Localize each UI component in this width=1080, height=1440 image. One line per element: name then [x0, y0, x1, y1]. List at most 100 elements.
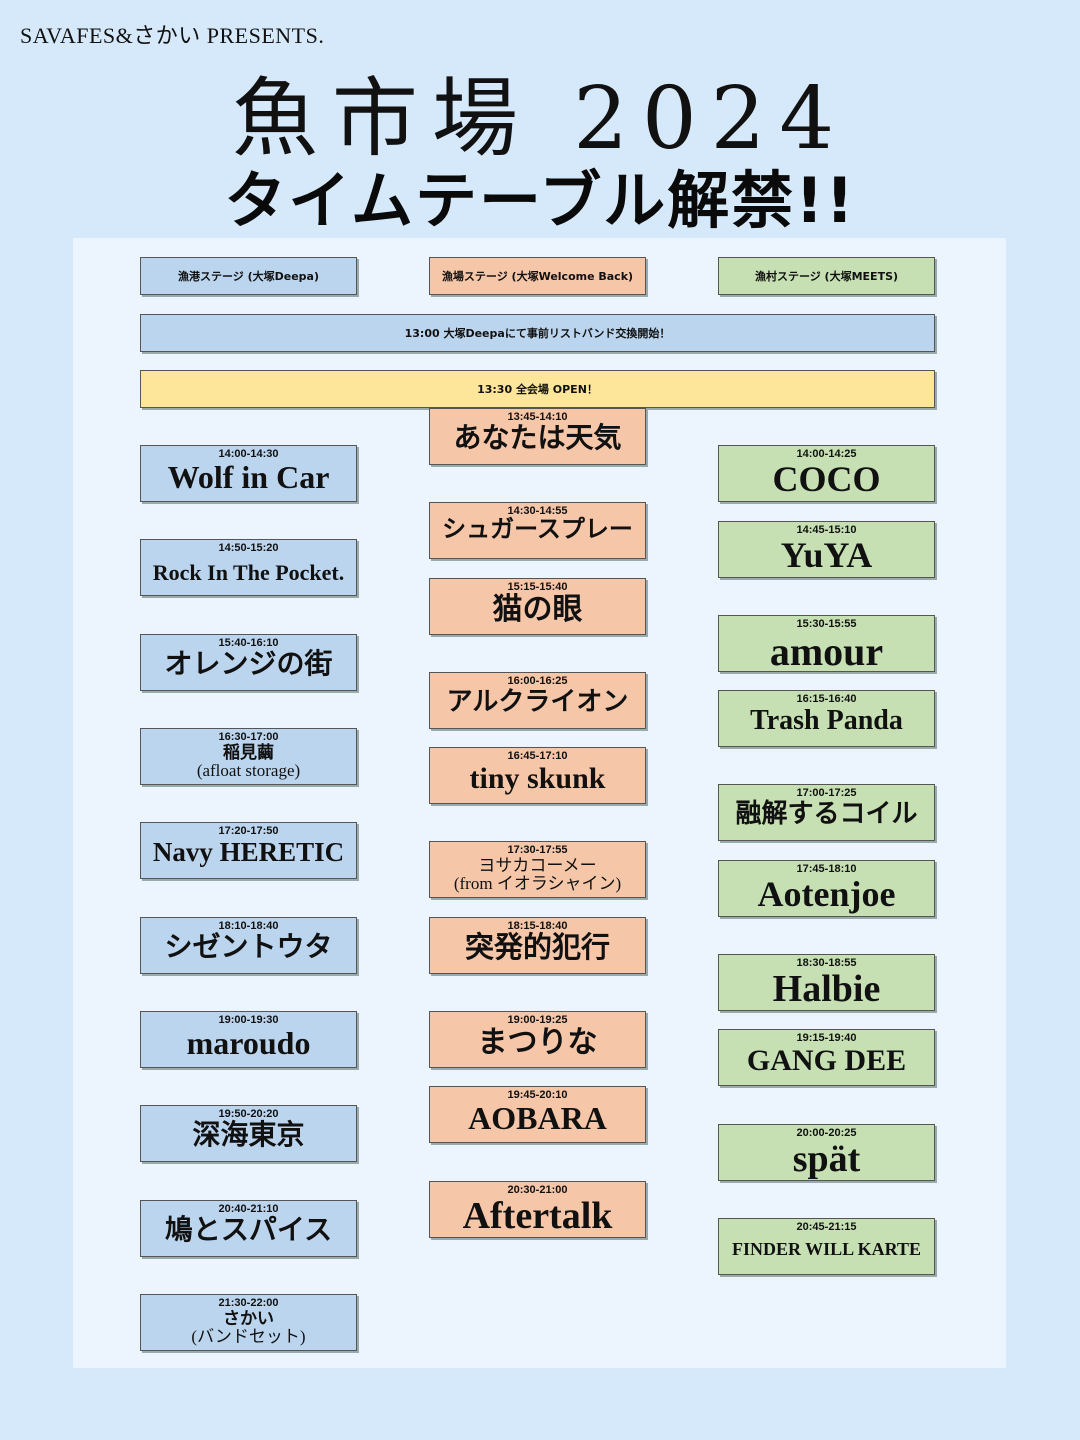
stage2-slot: 16:45-17:10 tiny skunk [429, 747, 646, 804]
stage3-slot: 14:00-14:25 COCO [718, 445, 935, 502]
slot-time: 14:50-15:20 [218, 542, 279, 554]
artist-name: COCO [772, 459, 881, 499]
stage1-slot: 15:40-16:10 オレンジの街 [140, 634, 357, 691]
stage2-slot: 15:15-15:40 猫の眼 [429, 578, 646, 635]
stage3-slot: 20:00-20:25 spät [718, 1124, 935, 1181]
timetable-announcement: タイムテーブル解禁!! [224, 164, 856, 237]
stage3-slot: 14:45-15:10 YuYA [718, 521, 935, 578]
stage-header-gyojo: 漁場ステージ (大塚Welcome Back) [429, 257, 646, 295]
artist-name: Navy HERETIC [152, 837, 345, 867]
slot-time: 18:10-18:40 [218, 920, 279, 932]
slot-time: 15:15-15:40 [507, 581, 568, 593]
stage2-slot: 19:00-19:25 まつりな [429, 1011, 646, 1068]
stage-header-gyoson: 漁村ステージ (大塚MEETS) [718, 257, 935, 295]
wristband-exchange-banner: 13:00 大塚Deepaにて事前リストバンド交換開始！ [140, 314, 935, 352]
artist-name: 深海東京 [192, 1120, 305, 1151]
stage2-slot: 19:45-20:10 AOBARA [429, 1086, 646, 1143]
artist-name: アルクライオン [446, 687, 629, 716]
slot-time: 17:30-17:55 [507, 844, 568, 856]
stage3-slot: 16:15-16:40 Trash Panda [718, 690, 935, 747]
artist-name: YuYA [780, 535, 873, 575]
stage3-slot: 19:15-19:40 GANG DEE [718, 1029, 935, 1086]
slot-time: 13:45-14:10 [507, 411, 568, 423]
stage3-slot: 18:30-18:55 Halbie [718, 954, 935, 1011]
artist-name: ヨサカコーメー [478, 856, 597, 875]
slot-time: 21:30-22:00 [218, 1297, 279, 1309]
artist-name: Aotenjoe [757, 874, 896, 914]
artist-name: Aftertalk [462, 1195, 613, 1237]
slot-time: 15:30-15:55 [796, 618, 857, 630]
artist-name: 稲見繭 [223, 743, 274, 762]
slot-time: 19:50-20:20 [218, 1108, 279, 1120]
artist-name: あなたは天気 [453, 423, 622, 454]
artist-name: シゼントウタ [164, 932, 333, 963]
artist-name: 猫の眼 [492, 593, 583, 626]
artist-name: 突発的犯行 [464, 932, 610, 964]
slot-time: 14:45-15:10 [796, 524, 857, 536]
stage2-slot: 13:45-14:10 あなたは天気 [429, 408, 646, 465]
stage-header-gyoko: 漁港ステージ (大塚Deepa) [140, 257, 357, 295]
artist-name: tiny skunk [469, 762, 606, 795]
slot-time: 20:40-21:10 [218, 1203, 279, 1215]
slot-time: 15:40-16:10 [218, 637, 279, 649]
artist-name: spät [792, 1138, 861, 1180]
artist-name: maroudo [186, 1025, 311, 1061]
stage1-slot: 14:50-15:20 Rock In The Pocket. [140, 539, 357, 596]
stage3-slot: 15:30-15:55 amour [718, 615, 935, 672]
artist-name: GANG DEE [746, 1044, 907, 1077]
stage-header-label: 漁場ステージ (大塚Welcome Back) [441, 270, 634, 283]
slot-time: 16:15-16:40 [796, 693, 857, 705]
stage2-slot: 14:30-14:55 シュガースプレー [429, 502, 646, 559]
stage2-slot: 16:00-16:25 アルクライオン [429, 672, 646, 729]
presents-credit: SAVAFES&さかい PRESENTS. [20, 23, 325, 48]
artist-name: Rock In The Pocket. [152, 560, 345, 585]
stage3-slot: 17:45-18:10 Aotenjoe [718, 860, 935, 917]
artist-name: Trash Panda [750, 705, 903, 736]
slot-time: 16:00-16:25 [507, 675, 568, 687]
artist-name: 鳩とスパイス [164, 1215, 333, 1246]
slot-time: 16:30-17:00 [218, 731, 279, 743]
slot-time: 14:00-14:30 [218, 448, 279, 460]
artist-name: FINDER WILL KARTE [731, 1239, 922, 1259]
artist-affiliation: (from イオラシャイン) [453, 873, 622, 893]
stage1-slot: 18:10-18:40 シゼントウタ [140, 917, 357, 974]
artist-name: AOBARA [468, 1100, 607, 1136]
stage1-slot: 20:40-21:10 鳩とスパイス [140, 1200, 357, 1257]
artist-name: シュガースプレー [442, 517, 633, 543]
stage3-slot: 20:45-21:15 FINDER WILL KARTE [718, 1218, 935, 1275]
stage-header-label: 漁村ステージ (大塚MEETS) [754, 270, 899, 283]
slot-time: 20:30-21:00 [507, 1184, 568, 1196]
stage1-slot: 17:20-17:50 Navy HERETIC [140, 822, 357, 879]
slot-time: 17:20-17:50 [218, 825, 279, 837]
banner-text: 13:30 全会場 OPEN！ [477, 383, 598, 396]
stage3-slot: 17:00-17:25 融解するコイル [718, 784, 935, 841]
artist-name: Halbie [772, 968, 881, 1010]
artist-name: Wolf in Car [167, 459, 330, 495]
slot-time: 18:15-18:40 [507, 920, 568, 932]
slot-time: 19:15-19:40 [796, 1032, 857, 1044]
artist-name: 融解するコイル [735, 799, 918, 828]
slot-time: 19:00-19:25 [507, 1014, 568, 1026]
slot-time: 14:00-14:25 [796, 448, 857, 460]
slot-time: 18:30-18:55 [796, 957, 857, 969]
slot-time: 19:00-19:30 [218, 1014, 279, 1026]
open-banner: 13:30 全会場 OPEN！ [140, 370, 935, 408]
stage2-slot: 18:15-18:40 突発的犯行 [429, 917, 646, 974]
stage1-slot: 19:50-20:20 深海東京 [140, 1105, 357, 1162]
event-title: 魚市場 2024 [231, 69, 849, 169]
stage1-slot: 19:00-19:30 maroudo [140, 1011, 357, 1068]
slot-time: 20:00-20:25 [796, 1127, 857, 1139]
artist-name: さかい [223, 1309, 274, 1328]
artist-name: まつりな [477, 1026, 598, 1059]
artist-name: amour [769, 629, 884, 672]
artist-affiliation: (afloat storage) [196, 760, 301, 780]
stage2-slot: 20:30-21:00 Aftertalk [429, 1181, 646, 1238]
stage1-slot: 16:30-17:00 稲見繭 (afloat storage) [140, 728, 357, 785]
stage1-slot: 14:00-14:30 Wolf in Car [140, 445, 357, 502]
stage1-slot: 21:30-22:00 さかい (バンドセット) [140, 1294, 357, 1351]
slot-time: 17:45-18:10 [796, 863, 857, 875]
artist-name: オレンジの街 [164, 649, 333, 680]
slot-time: 17:00-17:25 [796, 787, 857, 799]
banner-text: 13:00 大塚Deepaにて事前リストバンド交換開始！ [404, 327, 671, 340]
slot-time: 20:45-21:15 [796, 1221, 857, 1233]
